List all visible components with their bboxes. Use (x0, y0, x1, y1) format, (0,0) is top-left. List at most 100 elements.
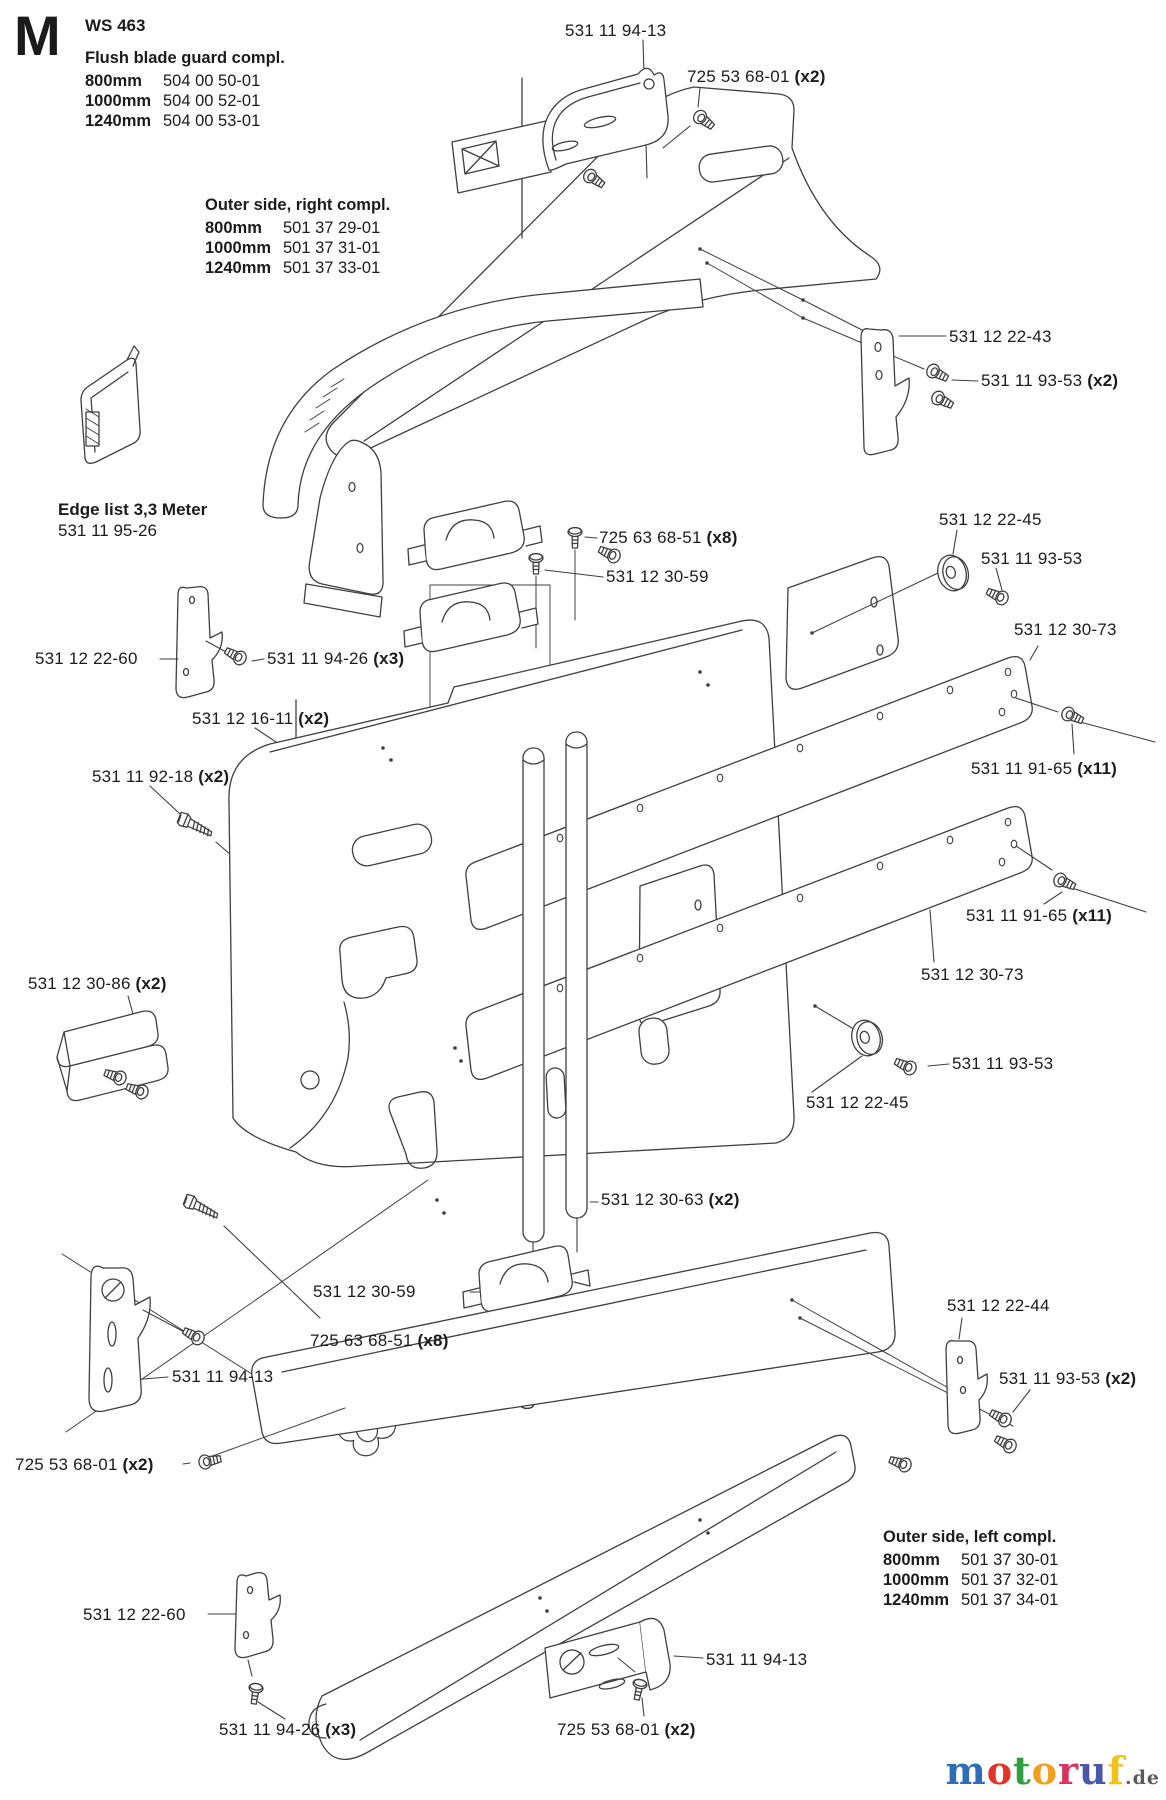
watermark-letter: u (1079, 1748, 1108, 1793)
plate-22-60-top-drawing (159, 586, 265, 699)
part-label: 531 12 22-44 (947, 1296, 1050, 1315)
part-label: 531 12 30-86 (x2) (28, 974, 167, 993)
part-label: 725 63 68-51 (x8) (310, 1331, 449, 1350)
variant-part-number: 501 37 32-01 (961, 1571, 1059, 1589)
variant-part-number: 501 37 33-01 (283, 259, 381, 277)
bottom-band-drawing (308, 1434, 914, 1760)
part-label: 531 11 94-13 (565, 21, 667, 40)
variant-row: 1240mm 501 37 34-01 (883, 1590, 1058, 1610)
flush-guard-title: Flush blade guard compl. (85, 49, 285, 67)
part-label: 531 12 30-73 (921, 965, 1024, 984)
variant-size: 1240mm (85, 112, 152, 130)
bracket-22-43-drawing (860, 328, 979, 456)
bolt2-drawing (180, 1192, 321, 1319)
variant-part-number: 504 00 53-01 (163, 112, 261, 130)
plate-22-60-bottom-drawing (207, 1572, 286, 1720)
top-bracket-drawing (451, 39, 718, 194)
variant-size: 1000mm (85, 92, 152, 110)
part-label: 725 53 68-01 (x2) (15, 1455, 154, 1474)
section-letter: M (14, 4, 61, 67)
part-label: 531 12 16-11 (x2) (192, 709, 330, 728)
variant-row: 800mm 504 00 50-01 (85, 71, 285, 91)
variant-row: 1000mm 501 37 31-01 (205, 238, 390, 258)
part-label: 531 11 91-65 (x11) (966, 906, 1113, 925)
part-label: 531 12 22-60 (35, 649, 138, 668)
watermark-letter: r (1057, 1748, 1079, 1793)
part-label: 531 12 30-73 (1014, 620, 1117, 639)
part-label: 531 11 93-53 (x2) (981, 371, 1119, 390)
variant-size: 800mm (883, 1551, 940, 1569)
watermark-letter: t (1013, 1748, 1032, 1793)
part-label: 531 12 22-60 (83, 1605, 186, 1624)
variant-row: 1000mm 504 00 52-01 (85, 91, 285, 111)
rail1-drawing (465, 645, 1156, 931)
part-label: 531 11 93-53 (x2) (999, 1369, 1137, 1388)
part-label: 531 12 22-43 (949, 327, 1052, 346)
rail-plate-right-drawing (785, 555, 939, 690)
rail2-drawing (465, 805, 1147, 1081)
variant-row: 1240mm 501 37 33-01 (205, 258, 390, 278)
outer-right-block: Outer side, right compl. 800mm 501 37 29-… (205, 196, 390, 278)
variant-size: 800mm (85, 72, 142, 90)
part-label: 531 11 93-53 (981, 549, 1083, 568)
bracket-30-86-drawing (56, 995, 169, 1102)
watermark-letter: o (1031, 1748, 1058, 1793)
variant-row: 800mm 501 37 30-01 (883, 1550, 1058, 1570)
part-label: 725 53 68-01 (x2) (687, 67, 826, 86)
variant-row: 1240mm 504 00 53-01 (85, 111, 285, 131)
model-name: WS 463 (85, 16, 146, 35)
variant-size: 1000mm (205, 239, 272, 257)
part-label: 531 11 94-13 (706, 1650, 808, 1669)
part-label: 531 11 94-26 (x3) (267, 649, 405, 668)
watermark-letter: m (945, 1748, 987, 1793)
screw-725-bottom-left-drawing (182, 1451, 223, 1471)
edge-list-title: Edge list 3,3 Meter (58, 500, 208, 519)
washer2-drawing (811, 1004, 950, 1093)
part-label: 725 53 68-01 (x2) (557, 1720, 696, 1739)
part-label: 531 12 30-59 (606, 567, 709, 586)
variant-size: 800mm (205, 219, 262, 237)
upper-clamps-drawing (403, 500, 624, 736)
rods-drawing (522, 731, 599, 1291)
variant-part-number: 501 37 31-01 (283, 239, 381, 257)
variant-part-number: 504 00 52-01 (163, 92, 261, 110)
part-label: 531 11 91-65 (x11) (971, 759, 1118, 778)
edge-list-part-number: 531 11 95-26 (58, 521, 157, 540)
part-label: 531 12 22-45 (939, 510, 1042, 529)
variant-size: 1240mm (883, 1591, 950, 1609)
variant-size: 1000mm (883, 1571, 950, 1589)
washer1-drawing (933, 529, 1012, 608)
part-label: 531 11 92-18 (x2) (92, 767, 230, 786)
variant-size: 1240mm (205, 259, 272, 277)
variant-part-number: 501 37 34-01 (961, 1591, 1059, 1609)
guard-arc-drawing (262, 278, 704, 618)
part-label: 531 11 94-13 (172, 1367, 274, 1386)
variant-part-number: 501 37 30-01 (961, 1551, 1059, 1569)
watermark-letter: f (1107, 1748, 1125, 1793)
outer-right-panel-drawing (325, 77, 925, 458)
part-label: 531 12 30-59 (313, 1282, 416, 1301)
flush-guard-block: Flush blade guard compl. 800mm 504 00 50-… (85, 49, 285, 131)
outer-left-panel-drawing (206, 1231, 1014, 1459)
outer-right-title: Outer side, right compl. (205, 196, 391, 214)
variant-row: 800mm 501 37 29-01 (205, 218, 390, 238)
variant-part-number: 504 00 50-01 (163, 72, 261, 90)
part-label: 531 11 93-53 (952, 1054, 1054, 1073)
part-label: 531 11 94-26 (x3) (219, 1720, 357, 1739)
motoruf-watermark: motoruf.de (945, 1748, 1160, 1793)
part-label: 531 12 30-63 (x2) (601, 1190, 740, 1209)
watermark-suffix: .de (1125, 1767, 1160, 1789)
part-label: 725 63 68-51 (x8) (599, 528, 738, 547)
watermark-letter: o (986, 1748, 1014, 1793)
part-label: 531 12 22-45 (806, 1093, 909, 1112)
edge-list-block: Edge list 3,3 Meter 531 11 95-26 (58, 500, 207, 541)
variant-row: 1000mm 501 37 32-01 (883, 1570, 1058, 1590)
variant-part-number: 501 37 29-01 (283, 219, 381, 237)
bracket-22-44-drawing (945, 1317, 1031, 1456)
